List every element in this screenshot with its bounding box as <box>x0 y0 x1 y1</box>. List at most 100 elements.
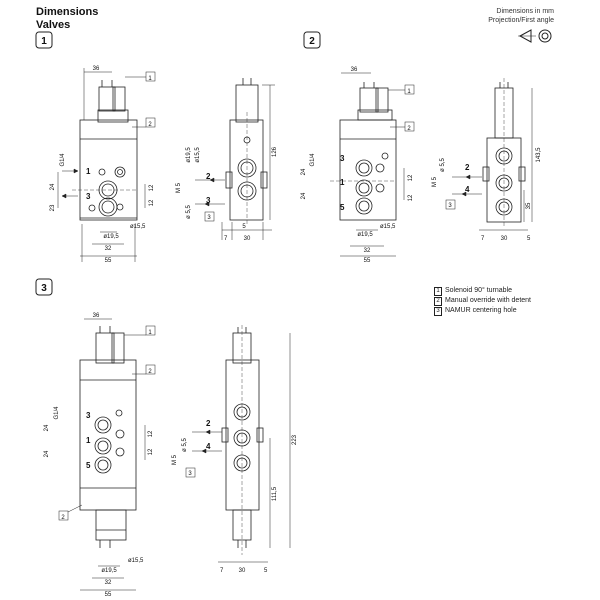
dim-m5-side: M 5 <box>432 176 438 187</box>
port-label-5: 5 <box>86 461 91 470</box>
side-port-4: 4 <box>465 185 470 194</box>
dim-port: ø19,5 <box>103 234 119 240</box>
dim-right-2: 12 <box>408 194 414 201</box>
dim-w2: 30 <box>239 568 246 574</box>
side-port-2: 2 <box>465 163 470 172</box>
dim-dia-3: ø 5,5 <box>440 158 446 172</box>
callout-2: 2 <box>148 122 152 128</box>
dim-w1: 7 <box>481 236 485 242</box>
callout-2-bottom: 2 <box>61 515 65 521</box>
projection-line: Projection/First angle <box>488 17 554 24</box>
dim-base-inner: 32 <box>105 580 112 586</box>
drawing-1: 1 36 24 23 G1/4 12 12 <box>35 31 278 264</box>
dim-m5-side: M 5 <box>172 454 178 465</box>
drawing-3-front-view <box>79 326 137 548</box>
units-line: Dimensions in mm <box>496 8 554 15</box>
dim-h2: 35 <box>526 202 532 209</box>
dim-right-2: 12 <box>149 199 155 206</box>
port-label-1: 1 <box>86 436 91 445</box>
callout-legend: 1 Solenoid 90° turnable 2 Manual overrid… <box>434 286 531 316</box>
drawing-1-side-view <box>225 78 268 225</box>
legend-item: 3 NAMUR centering hole <box>434 306 531 316</box>
legend-number: 1 <box>434 286 442 296</box>
dim-dia-3: ø 5,5 <box>182 438 188 452</box>
dim-left-bottom: 24 <box>301 192 307 199</box>
heading-valves: Valves <box>36 19 71 31</box>
side-port-2: 2 <box>206 419 211 428</box>
dim-dia-2: ø15,5 <box>195 147 201 163</box>
thread-label: G1/4 <box>60 153 66 167</box>
port-label-1: 1 <box>86 167 91 176</box>
drawing-2-side-view <box>482 78 526 228</box>
drawing-3-front-dims: 36 G1/4 24 24 3 1 5 12 12 ø19,5 ø15,5 32… <box>44 313 156 598</box>
legend-text: Manual override with detent <box>445 297 531 304</box>
dim-height: 223 <box>292 434 298 445</box>
legend-item: 2 Manual override with detent <box>434 296 531 306</box>
dim-top-width: 36 <box>351 67 358 73</box>
dim-base-total: 55 <box>364 258 371 264</box>
callout-3: 3 <box>448 203 452 209</box>
dim-port: ø19,5 <box>101 568 117 574</box>
dim-top-width: 36 <box>93 313 100 319</box>
dim-height: 126 <box>272 146 278 157</box>
dim-w3: 5 <box>527 236 531 242</box>
dim-height: 143,5 <box>536 147 542 163</box>
dim-top-width: 36 <box>93 66 100 72</box>
dim-base-total: 55 <box>105 592 112 598</box>
port-label-3: 3 <box>340 154 345 163</box>
dim-w2: 30 <box>501 236 508 242</box>
first-angle-projection-icon <box>518 29 552 43</box>
thread-label: G1/4 <box>54 406 60 420</box>
drawing-3-side-view <box>221 325 264 555</box>
dim-right-2: 12 <box>148 448 154 455</box>
dim-dia-1: ø19,5 <box>186 147 192 163</box>
callout-3: 3 <box>207 215 211 221</box>
dim-base-inner: 32 <box>364 248 371 254</box>
dim-h2: 111,5 <box>272 486 278 501</box>
drawing-1-side-dims: 126 ø19,5 ø15,5 M 5 ø 5,5 2 3 3 7 30 5 <box>176 84 278 242</box>
legend-number: 3 <box>434 306 442 316</box>
legend-item: 1 Solenoid 90° turnable <box>434 286 531 296</box>
dim-w3: 5 <box>242 224 246 230</box>
dim-left-bottom: 24 <box>44 450 50 457</box>
legend-text: Solenoid 90° turnable <box>445 287 513 294</box>
callout-2-top: 2 <box>148 369 152 375</box>
legend-text: NAMUR centering hole <box>445 307 517 314</box>
drawing-2-front-dims: 36 G1/4 24 24 3 1 5 12 12 ø19,5 ø15,5 32… <box>301 67 415 264</box>
drawing-1-front-dims: 36 24 23 G1/4 12 12 ø19,5 ø15,5 32 55 1 … <box>50 66 156 264</box>
port-label-3: 3 <box>86 411 91 420</box>
dim-left-top: 24 <box>301 168 307 175</box>
dim-left-top: 24 <box>44 424 50 431</box>
dim-w2: 30 <box>244 236 251 242</box>
dim-right: 12 <box>408 174 414 181</box>
drawing-number-1: 1 <box>41 36 47 47</box>
dim-w3: 5 <box>264 568 268 574</box>
port-label-3: 3 <box>86 192 91 201</box>
port-label-1: 1 <box>340 178 345 187</box>
dim-left-bottom: 23 <box>50 204 56 211</box>
callout-1: 1 <box>148 76 152 82</box>
dim-m5: ø15,5 <box>380 224 396 230</box>
dim-w1: 7 <box>220 568 224 574</box>
drawing-2: 2 36 G1/4 24 24 3 1 5 12 <box>301 31 542 264</box>
callout-1: 1 <box>407 89 411 95</box>
dim-left-top: 24 <box>50 183 56 190</box>
section-heading: Dimensions Valves <box>36 6 98 32</box>
side-port-2: 2 <box>206 172 211 181</box>
dim-port: ø19,5 <box>357 232 373 238</box>
legend-number: 2 <box>434 296 442 306</box>
callout-1: 1 <box>148 330 152 336</box>
dim-base-inner: 32 <box>105 246 112 252</box>
side-port-4: 4 <box>206 442 211 451</box>
drawing-2-front-view <box>330 82 397 221</box>
callout-2: 2 <box>407 126 411 132</box>
side-port-3: 3 <box>206 196 211 205</box>
drawing-2-side-dims: 143,5 35 M 5 ø 5,5 2 4 3 7 30 5 <box>432 88 542 242</box>
dim-right: 12 <box>148 430 154 437</box>
heading-dimensions: Dimensions <box>36 6 99 18</box>
drawing-3-side-dims: 223 111,5 M 5 ø 5,5 2 4 3 7 30 5 <box>172 333 298 574</box>
dim-m5: ø15,5 <box>130 224 146 230</box>
drawing-number-2: 2 <box>309 36 315 47</box>
drawing-3: 3 36 G1/4 24 24 3 1 5 <box>35 278 298 598</box>
